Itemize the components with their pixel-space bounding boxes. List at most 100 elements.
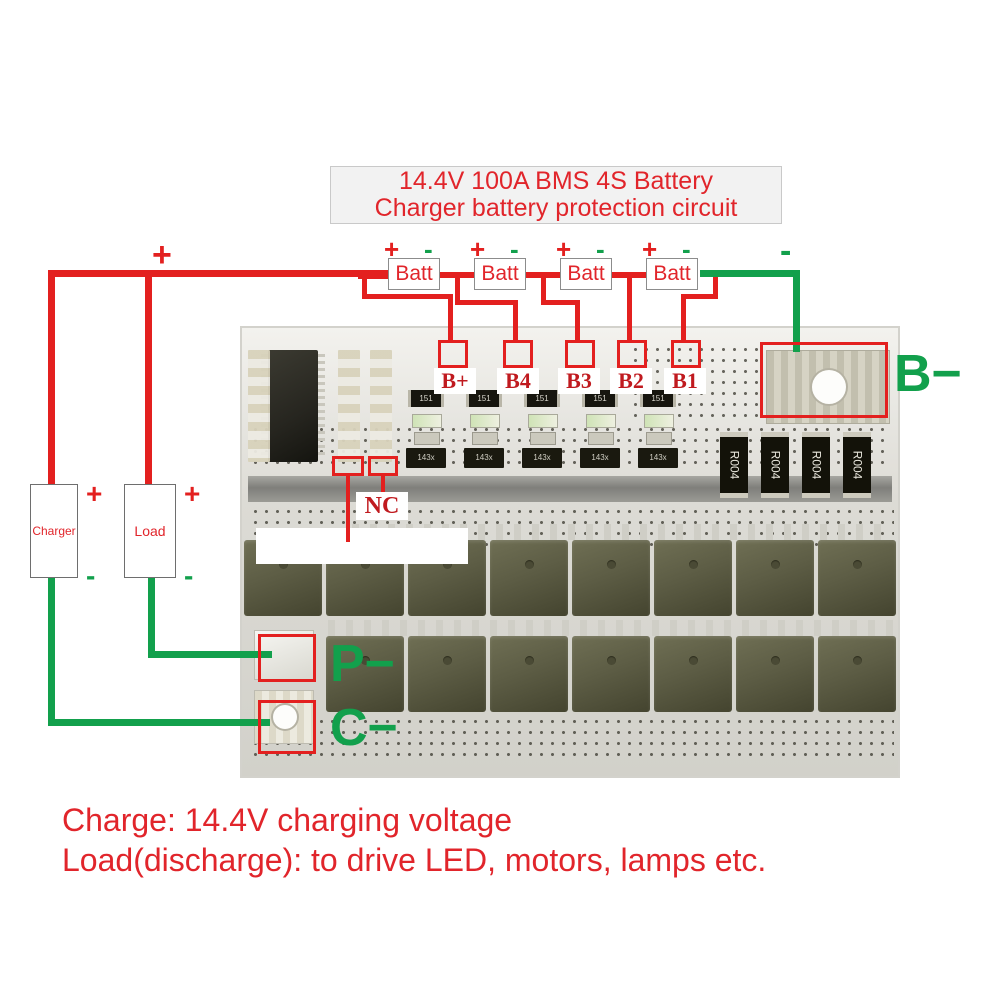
shunt-label: R004 (768, 450, 782, 480)
mosfet-legs-bottom (328, 620, 894, 636)
battery-cell-label: Batt (653, 262, 691, 285)
mosfet-top-5 (572, 540, 650, 616)
pack-plus-sign: + (152, 236, 172, 274)
battery-cell-label: Batt (481, 262, 519, 285)
wire-balance-tap-b2 (627, 272, 632, 342)
wire-load-minus-h (148, 651, 272, 658)
balance-smd-part (414, 432, 440, 445)
battery-cell-label: Batt (395, 262, 433, 285)
board-hole-grid-lower (250, 716, 894, 762)
cell-1-minus-sign: - (424, 234, 433, 264)
wire-balance-tap-bplus-v2 (448, 294, 453, 342)
label-nc: NC (356, 492, 408, 520)
balance-channel-4: 151 143x (580, 346, 624, 471)
protection-ic (261, 350, 325, 462)
cell-2-minus-sign: - (510, 234, 519, 264)
leader-line-nc-right (381, 476, 385, 500)
wire-balance-tap-b4-v2 (513, 300, 518, 342)
wire-balance-tap-b3-h (541, 300, 579, 305)
wire-positive-bus (48, 270, 388, 277)
mosfet-bottom-6 (736, 636, 814, 712)
balance-led (644, 414, 674, 428)
battery-cell-label: Batt (567, 262, 605, 285)
b-minus-solder-pad (766, 350, 890, 424)
wire-balance-tap-b1-h (681, 294, 718, 299)
load-plus-sign: + (184, 478, 201, 509)
shunt-label: R004 (727, 450, 741, 480)
pad-column-mid2 (370, 350, 392, 462)
cell-3-plus-sign: + (556, 234, 572, 264)
balance-resistor-151: 151 (466, 390, 502, 407)
pad-column-mid (338, 350, 360, 462)
balance-smd-part (588, 432, 614, 445)
charger-plus-sign: + (86, 478, 103, 509)
highlight-box-b1 (671, 340, 701, 368)
charger-box: Charger (30, 484, 78, 578)
shunt-resistor-1: R004 (720, 432, 748, 498)
label-b1: B1 (664, 368, 706, 394)
balance-smd-part (530, 432, 556, 445)
c-minus-solder-pad (254, 690, 314, 744)
shunt-resistor-2: R004 (761, 432, 789, 498)
highlight-box-nc-right (368, 456, 398, 476)
cell-4-minus-sign: - (682, 234, 691, 264)
cell-3-minus-sign: - (596, 234, 605, 264)
mosfet-bottom-7 (818, 636, 896, 712)
balance-smd-part (646, 432, 672, 445)
product-title-box: 14.4V 100A BMS 4S Battery Charger batter… (330, 166, 782, 224)
product-title-line-2: Charger battery protection circuit (374, 194, 738, 222)
mosfet-bottom-2 (408, 636, 486, 712)
label-b2: B2 (610, 368, 652, 394)
battery-cell-1: Batt (388, 258, 440, 290)
photo-white-patch (256, 528, 468, 564)
bms-board-photo: 151 143x 151 143x 151 143x 151 143x 151 (240, 326, 900, 778)
pack-minus-sign: - (780, 232, 792, 270)
wire-charger-minus-v (48, 578, 55, 726)
highlight-box-c-minus (258, 700, 316, 754)
balance-resistor-151: 151 (582, 390, 618, 407)
battery-cell-3: Batt (560, 258, 612, 290)
wire-load-minus-v (148, 578, 155, 658)
label-c-minus: C− (330, 699, 398, 757)
highlight-box-p-minus (258, 634, 316, 682)
highlight-box-b-minus (760, 342, 888, 418)
shunt-label: R004 (809, 450, 823, 480)
leader-line-nc-left (346, 476, 350, 542)
cell-4-plus-sign: + (642, 234, 658, 264)
charger-minus-sign: - (86, 560, 96, 591)
wire-balance-tap-b4-h (455, 300, 517, 305)
label-b3: B3 (558, 368, 600, 394)
wire-balance-tap-bplus-h (362, 294, 452, 299)
wire-balance-tap-b4-v1 (455, 272, 460, 302)
label-b-minus: B− (894, 345, 962, 403)
label-b-plus: B+ (434, 368, 476, 394)
highlight-box-b4 (503, 340, 533, 368)
wire-balance-tap-b1-v2 (681, 294, 686, 342)
highlight-box-b2 (617, 340, 647, 368)
balance-transistor: 143x (522, 448, 562, 468)
cell-2-plus-sign: + (470, 234, 486, 264)
balance-transistor: 143x (580, 448, 620, 468)
c-minus-hole (273, 705, 297, 729)
balance-transistor: 143x (406, 448, 446, 468)
charger-label: Charger (32, 524, 76, 538)
mosfet-top-6 (654, 540, 732, 616)
battery-cell-2: Batt (474, 258, 526, 290)
wire-pack-minus-h (700, 270, 800, 277)
wire-balance-tap-bplus-v1 (362, 272, 367, 296)
mosfet-legs-top (352, 524, 892, 540)
cell-1-plus-sign: + (384, 234, 400, 264)
shunt-resistor-4: R004 (843, 432, 871, 498)
balance-led (470, 414, 500, 428)
mosfet-bottom-1 (326, 636, 404, 712)
balance-channel-5: 151 143x (638, 346, 682, 471)
mosfet-bottom-3 (490, 636, 568, 712)
product-title-line-1: 14.4V 100A BMS 4S Battery (398, 167, 714, 195)
wire-balance-tap-b3-v2 (575, 300, 580, 342)
battery-cell-4: Batt (646, 258, 698, 290)
balance-led (412, 414, 442, 428)
balance-transistor: 143x (464, 448, 504, 468)
load-box: Load (124, 484, 176, 578)
shunt-resistor-3: R004 (802, 432, 830, 498)
balance-channel-2: 151 143x (464, 346, 508, 471)
